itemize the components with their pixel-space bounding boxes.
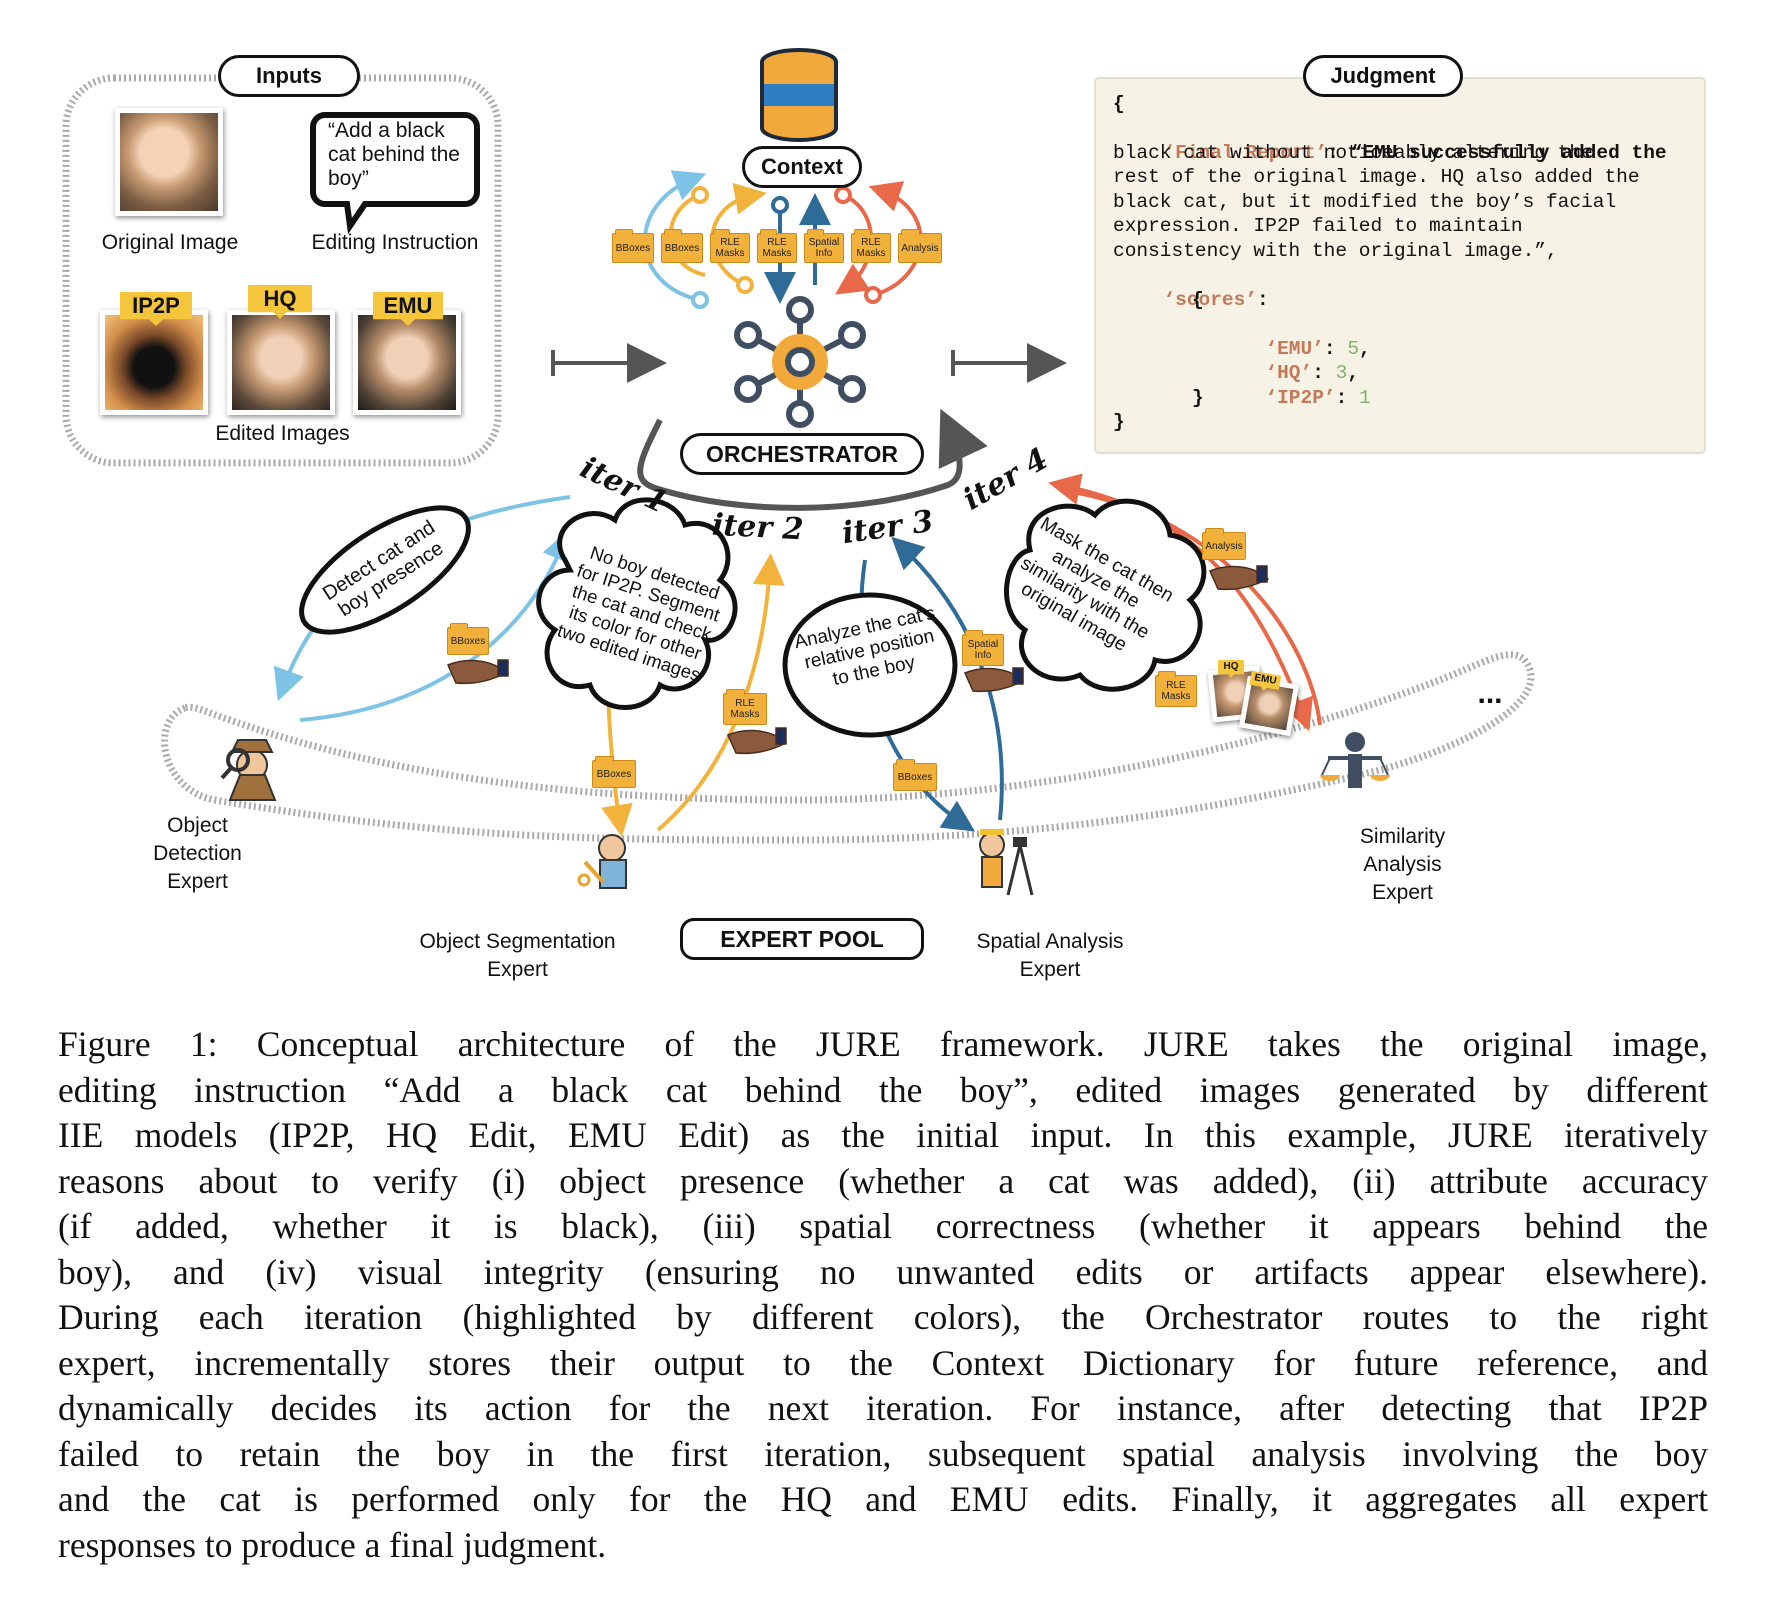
edited-image-emu <box>353 310 461 415</box>
hand-folder-iter2-down: BBoxes <box>592 756 636 788</box>
caption-line-10: failed to retain the boy in the first it… <box>58 1433 1708 1474</box>
expert-spatial-label: Spatial Analysis Expert <box>976 930 1124 981</box>
caption-line-12: responses to produce a final judgment. <box>58 1524 607 1565</box>
expert-similarity-label: Similarity Analysis Expert <box>1359 825 1446 904</box>
figure-diagram <box>62 48 1706 896</box>
original-image-label: Original Image <box>101 231 239 254</box>
instruction-label: Editing Instruction <box>311 231 479 254</box>
expert-pool-title: EXPERT POOL <box>680 918 924 960</box>
hand-folder-iter2-up: RLE Masks <box>723 689 767 725</box>
hand-icon-iter3 <box>963 667 1025 693</box>
caption-line-3: IIE models (IP2P, HQ Edit, EMU Edit) as … <box>58 1115 1708 1155</box>
mini-tag-hq: HQ <box>1218 660 1244 678</box>
instruction-text: “Add a black cat behind the boy” <box>328 119 460 190</box>
report-line-6: consistency with the original image.”, <box>1113 240 1558 262</box>
caption-line-11: and the cat is performed only for the HQ… <box>58 1479 1708 1519</box>
figure-caption: Figure 1: Conceptual architecture of the… <box>58 1022 1708 1568</box>
context-folder-7: Analysis <box>898 229 942 263</box>
thought-cloud-iter3 <box>782 592 958 738</box>
iter-2-label: iter 2 <box>711 507 805 548</box>
scores-open-brace: { <box>1192 289 1204 311</box>
input-arrow <box>551 343 667 383</box>
final-report-key: ‘Final Report’ <box>1163 141 1328 164</box>
report-line-5: expression. IP2P failed to maintain <box>1113 215 1523 237</box>
inputs-frame <box>62 74 502 467</box>
edited-images-label: Edited Images <box>215 422 350 445</box>
expert-detection-label: Object Detection Expert <box>153 814 242 893</box>
context-title: Context <box>742 146 862 188</box>
thought-cloud-iter2 <box>536 497 738 710</box>
orchestrator-network-icon <box>734 296 866 428</box>
edited-image-ip2p <box>100 310 208 415</box>
context-folder-3: RLE Masks <box>710 229 750 263</box>
caption-line-9: dynamically decides its action for the n… <box>58 1388 1708 1428</box>
scale-person-icon <box>1320 732 1390 788</box>
scores-key: ‘scores’ <box>1163 288 1258 311</box>
hand-folder-iter3-down: BBoxes <box>893 759 937 791</box>
hand-folder-iter4-up: Analysis <box>1202 528 1246 560</box>
orchestrator-title: ORCHESTRATOR <box>680 433 924 475</box>
caption-line-2: editing instruction “Add a black cat beh… <box>58 1069 1708 1110</box>
detective-icon <box>220 739 277 801</box>
hand-icon-iter2 <box>726 727 788 755</box>
edited-image-hq <box>227 310 335 415</box>
database-icon <box>760 48 838 142</box>
expert-segmentation-label: Object Segmentation Expert <box>419 930 616 981</box>
report-line-2: black cat without noticeably altering th… <box>1113 142 1593 164</box>
context-folder-6: RLE Masks <box>851 229 891 263</box>
report-line-4: black cat, but it modified the boy’s fac… <box>1113 191 1617 213</box>
score-emu: ‘EMU’: 5, <box>1265 337 1371 360</box>
original-image <box>115 108 223 216</box>
caption-line-8: expert, incrementally stores their outpu… <box>58 1342 1708 1383</box>
hand-icon-iter1 <box>446 659 509 685</box>
judgment-line-1: ‘Final Report’: “EMU successfully added … <box>1163 141 1667 164</box>
surveyor-icon <box>979 829 1034 896</box>
hand-folder-iter1: BBoxes <box>447 623 489 655</box>
report-line-1: “EMU successfully added the <box>1350 141 1667 164</box>
orchestrator-arc <box>637 408 988 511</box>
thought-bubble-iter1 <box>299 505 471 635</box>
caption-line-5: (if added, whether it is black), (iii) s… <box>58 1206 1708 1246</box>
hand-folder-iter4-down: RLE Masks <box>1155 671 1197 707</box>
instruction-speech-bubble <box>310 112 480 235</box>
inputs-title: Inputs <box>218 55 360 97</box>
expert-more-ellipsis: ... <box>1477 677 1503 710</box>
score-hq: ‘HQ’: 3, <box>1265 361 1360 384</box>
scores-close-brace: } <box>1192 387 1204 409</box>
score-ip2p: ‘IP2P’: 1 <box>1265 386 1371 409</box>
judgment-title: Judgment <box>1303 55 1463 97</box>
context-folder-4: RLE Masks <box>757 229 797 263</box>
thought-cloud-iter4 <box>1004 498 1207 692</box>
context-folder-5: Spatial Info <box>804 229 844 263</box>
caption-line-7: During each iteration (highlighted by di… <box>58 1297 1708 1337</box>
caption-line-4: reasons about to verify (i) object prese… <box>58 1160 1708 1201</box>
hand-icon-iter4 <box>1208 565 1270 591</box>
judgment-open-brace: { <box>1113 93 1125 115</box>
context-folder-1: BBoxes <box>612 229 654 263</box>
judgment-close-brace: } <box>1113 411 1125 433</box>
output-arrow <box>951 343 1067 383</box>
barber-icon <box>577 834 627 889</box>
caption-line-1: Figure 1: Conceptual architecture of the… <box>58 1024 1708 1064</box>
caption-line-6: boy), and (iv) visual integrity (ensurin… <box>58 1251 1708 1292</box>
report-line-3: rest of the original image. HQ also adde… <box>1113 166 1640 188</box>
context-folder-2: BBoxes <box>661 229 703 263</box>
hand-folder-iter3-up: Spatial Info <box>962 630 1004 666</box>
scores-line: ‘scores’: <box>1163 288 1269 311</box>
